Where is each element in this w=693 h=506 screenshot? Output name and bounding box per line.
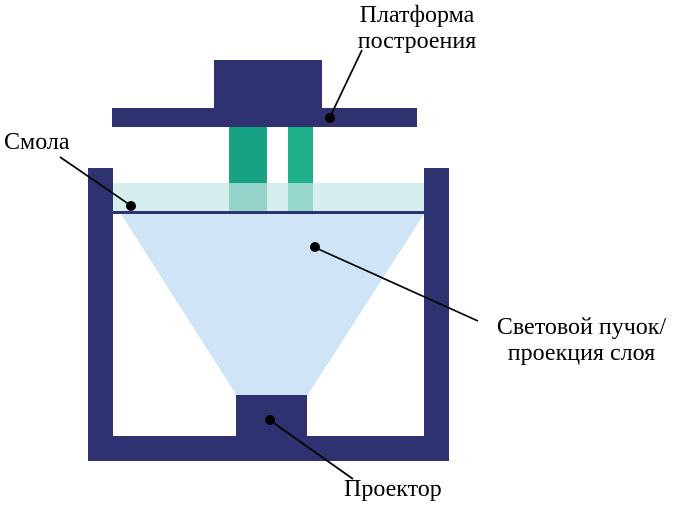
resin-surface-line bbox=[113, 211, 424, 214]
beam-anchor-dot bbox=[310, 242, 320, 252]
vat-bottom bbox=[88, 436, 449, 461]
label-light-beam-line2: проекция слоя bbox=[507, 340, 656, 366]
projector-anchor-dot bbox=[265, 415, 275, 425]
resin-layer bbox=[113, 183, 424, 213]
light-beam-cone bbox=[121, 214, 424, 396]
platform-leader-line bbox=[329, 49, 363, 118]
vat-left-wall bbox=[88, 168, 113, 461]
build-platform-block bbox=[214, 60, 322, 112]
build-platform-arm bbox=[112, 108, 417, 127]
label-resin: Смола bbox=[4, 129, 70, 155]
platform-anchor-dot bbox=[325, 113, 335, 123]
resin-anchor-dot bbox=[126, 201, 136, 211]
label-build-platform-line2: построения bbox=[357, 28, 477, 54]
beam-leader-line bbox=[315, 247, 479, 322]
label-projector: Проектор bbox=[344, 476, 442, 502]
label-build-platform: Платформа построения bbox=[336, 2, 498, 54]
resin-leader-line bbox=[59, 156, 131, 206]
label-light-beam-line1: Световой пучок/ bbox=[496, 314, 667, 340]
projector-leader-line bbox=[270, 420, 354, 480]
label-light-beam: Световой пучок/ проекция слоя bbox=[470, 314, 693, 366]
label-build-platform-line1: Платформа bbox=[359, 2, 475, 28]
vat-right-wall bbox=[424, 168, 449, 461]
